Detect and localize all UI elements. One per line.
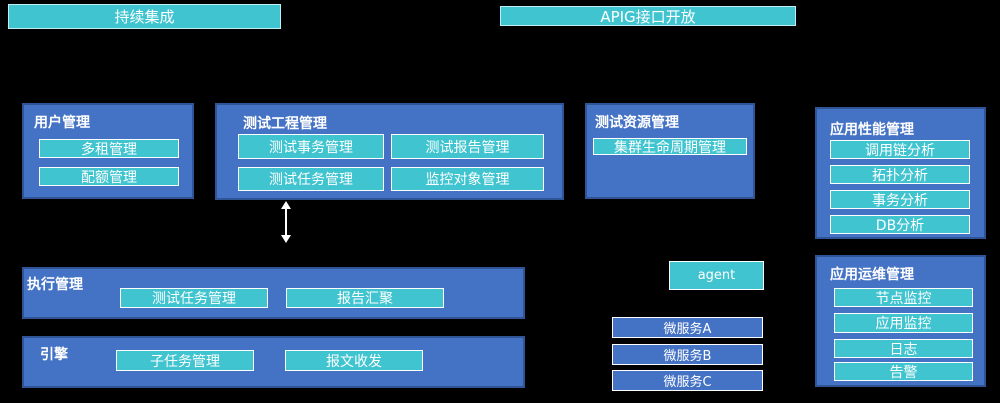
- ci-bar: 持续集成: [8, 4, 281, 29]
- engine-panel: 引擎: [22, 336, 525, 388]
- ops-mgmt-title: 应用运维管理: [830, 267, 914, 283]
- monitor-object-chip: 监控对象管理: [391, 167, 544, 191]
- packet-send-receive-chip: 报文收发: [285, 350, 423, 371]
- quota-chip: 配额管理: [39, 167, 179, 186]
- exec-mgmt-title: 执行管理: [27, 277, 83, 293]
- double-arrow-icon: [281, 201, 291, 243]
- log-chip: 日志: [834, 339, 973, 358]
- microservice-c: 微服务C: [612, 370, 763, 391]
- user-mgmt-title: 用户管理: [34, 115, 90, 131]
- exec-mgmt-panel: 执行管理: [22, 267, 525, 319]
- test-project-title: 测试工程管理: [243, 116, 327, 132]
- cluster-lifecycle-chip: 集群生命周期管理: [593, 138, 747, 156]
- db-analysis-chip: DB分析: [830, 215, 970, 234]
- engine-title: 引擎: [40, 347, 68, 363]
- apig-bar: APIG接口开放: [500, 6, 796, 26]
- test-report-chip: 测试报告管理: [391, 134, 544, 159]
- subtask-chip: 子任务管理: [116, 350, 254, 371]
- apm-title: 应用性能管理: [830, 122, 914, 138]
- alarm-chip: 告警: [834, 362, 973, 381]
- multi-tenant-chip: 多租管理: [39, 139, 179, 158]
- test-task-chip: 测试任务管理: [238, 167, 384, 191]
- call-chain-chip: 调用链分析: [830, 140, 970, 159]
- exec-test-task-chip: 测试任务管理: [120, 288, 268, 308]
- microservice-b: 微服务B: [612, 344, 763, 365]
- test-transaction-chip: 测试事务管理: [238, 134, 384, 159]
- node-monitor-chip: 节点监控: [834, 288, 973, 307]
- transaction-analysis-chip: 事务分析: [830, 190, 970, 209]
- test-resource-title: 测试资源管理: [595, 115, 679, 131]
- app-monitor-chip: 应用监控: [834, 313, 973, 333]
- microservice-a: 微服务A: [612, 317, 763, 338]
- topology-chip: 拓扑分析: [830, 165, 970, 184]
- agent-box: agent: [669, 261, 764, 290]
- report-aggregation-chip: 报告汇聚: [286, 288, 444, 308]
